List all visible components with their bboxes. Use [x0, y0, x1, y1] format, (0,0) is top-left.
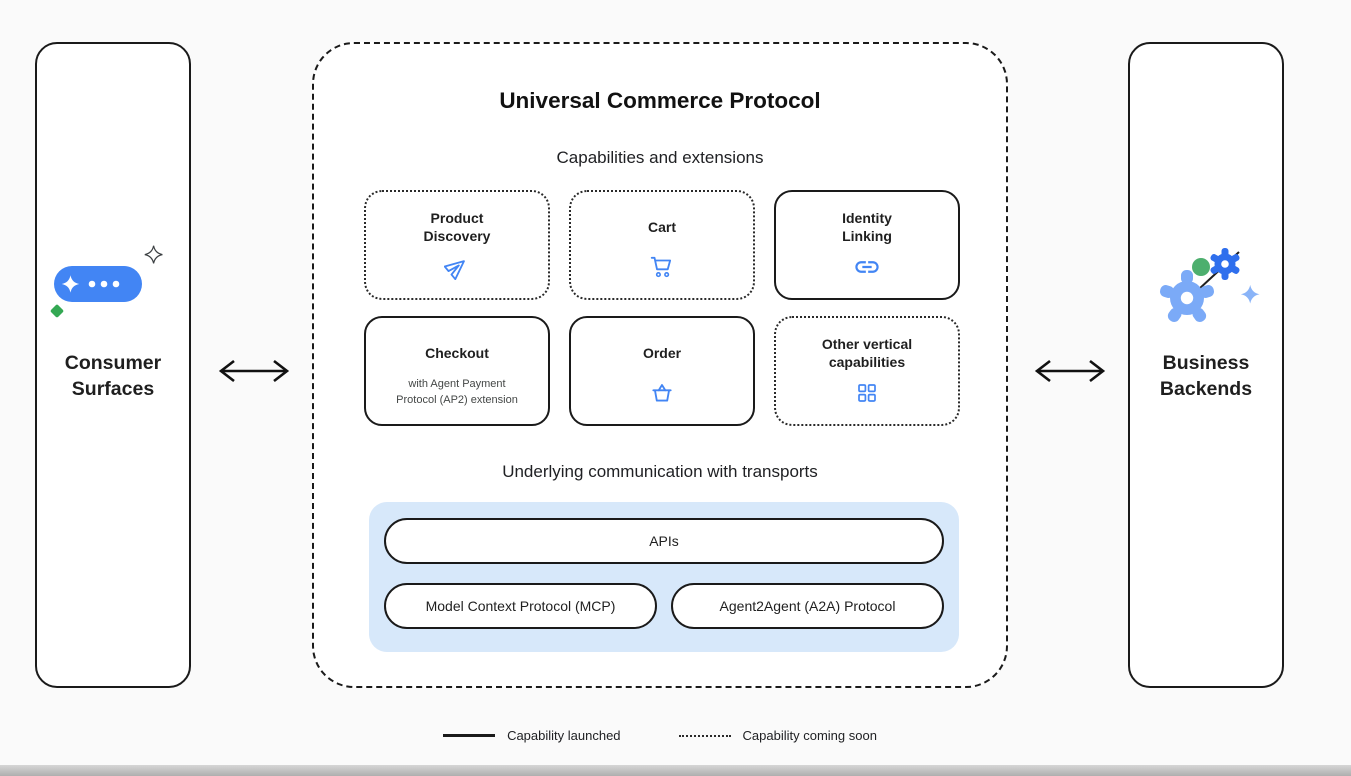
card-cart: Cart	[569, 190, 755, 300]
link-icon	[853, 247, 881, 298]
basket-icon	[649, 373, 675, 424]
legend-item-launched: Capability launched	[443, 728, 621, 743]
sparkle-blue-icon	[1240, 284, 1260, 304]
transports-container: APIs Model Context Protocol (MCP) Agent2…	[369, 502, 959, 652]
gemini-chat-pill-icon	[37, 244, 189, 324]
legend-launched-label: Capability launched	[507, 728, 621, 743]
card-label: Checkout	[425, 344, 489, 361]
business-backends-title: Business Backends	[1159, 352, 1253, 401]
legend-coming-soon-label: Capability coming soon	[742, 728, 877, 743]
bottom-scroll-strip	[0, 765, 1351, 776]
card-label: Identity Linking	[842, 209, 892, 244]
legend: Capability launched Capability coming so…	[312, 728, 1008, 743]
dotted-line-sample	[678, 734, 731, 737]
card-label: Other vertical capabilities	[821, 335, 913, 370]
gears-icon	[1130, 244, 1282, 328]
card-label: Order	[642, 344, 682, 361]
card-identity-linking: Identity Linking	[774, 190, 960, 300]
send-icon	[444, 247, 470, 298]
grid-icon	[855, 373, 879, 424]
big-gear	[1159, 270, 1215, 322]
transports-heading: Underlying communication with transports	[502, 462, 818, 481]
sparkle-outline-icon	[144, 245, 163, 264]
capabilities-heading: Capabilities and extensions	[556, 148, 764, 167]
card-order: Order	[569, 316, 755, 426]
protocol-title: Universal Commerce Protocol	[499, 88, 821, 113]
consumer-surfaces-title: Consumer Surfaces	[64, 352, 162, 401]
mcp-pill: Model Context Protocol (MCP)	[384, 583, 657, 629]
cart-icon	[649, 247, 675, 298]
card-checkout: Checkout with Agent Payment Protocol (AP…	[364, 316, 550, 426]
card-sublabel: with Agent Payment Protocol (AP2) extens…	[396, 378, 518, 406]
card-other-vertical: Other vertical capabilities	[774, 316, 960, 426]
ucp-container: Universal Commerce Protocol Capabilities…	[312, 42, 1008, 688]
consumer-surfaces-panel: Consumer Surfaces	[35, 42, 191, 688]
apis-pill: APIs	[384, 518, 944, 564]
card-label: Cart	[647, 218, 676, 235]
a2a-pill: Agent2Agent (A2A) Protocol	[671, 583, 944, 629]
card-label: Product Discovery	[423, 209, 491, 244]
card-product-discovery: Product Discovery	[364, 190, 550, 300]
business-backends-panel: Business Backends	[1128, 42, 1284, 688]
solid-line-sample	[443, 734, 496, 737]
left-bidirectional-arrow	[218, 359, 290, 383]
legend-item-coming-soon: Capability coming soon	[678, 728, 877, 743]
right-bidirectional-arrow	[1034, 359, 1106, 383]
small-gear	[1210, 248, 1240, 280]
